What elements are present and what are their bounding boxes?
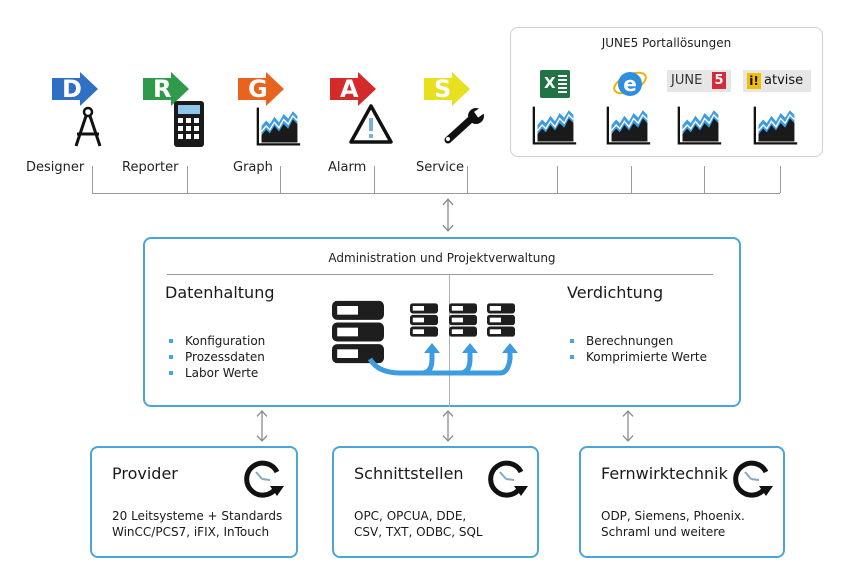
center-divider (449, 275, 450, 407)
excel-icon: X (540, 70, 570, 98)
june5-logo-number: 5 (712, 72, 726, 89)
cycle-clock-icon (729, 458, 775, 500)
service-arrow-icon (424, 72, 470, 106)
module-reporter: R (143, 72, 209, 152)
svg-text:e: e (623, 72, 637, 96)
chart-icon (606, 103, 652, 147)
alarm-arrow-icon (330, 72, 376, 106)
datenhaltung-list: Konfiguration Prozessdaten Labor Werte (166, 333, 265, 381)
module-label-reporter: Reporter (122, 160, 179, 175)
atvise-logo-text: atvise (764, 73, 804, 88)
source-description: OPC, OPCUA, DDE, CSV, TXT, ODBC, SQL (354, 508, 483, 540)
module-designer: D (52, 72, 112, 152)
source-description: 20 Leitsysteme + Standards WinCC/PCS7, i… (112, 508, 282, 540)
june5-logo-text: JUNE (671, 73, 703, 88)
wrench-icon (444, 108, 487, 144)
reporter-arrow-icon (143, 72, 189, 106)
module-label-service: Service (416, 160, 465, 175)
portal-item-excel: X (530, 70, 582, 150)
server-icon (487, 303, 515, 337)
double-arrow-icon (256, 410, 268, 442)
source-line: OPC, OPCUA, DDE, (354, 509, 467, 523)
source-line: ODP, Siemens, Phoenix. (601, 509, 745, 523)
module-label-alarm: Alarm (328, 160, 367, 175)
portal-item-atvise: i! atvise (743, 70, 813, 150)
excel-icon-letter: X (544, 74, 556, 92)
chart-icon (256, 104, 302, 148)
verdichtung-list: Berechnungen Komprimierte Werte (567, 333, 707, 365)
administration-title: Administration und Projektverwaltung (328, 251, 556, 265)
module-label-graph: Graph (233, 160, 273, 175)
source-title: Schnittstellen (354, 464, 464, 483)
source-box-schnittstellen: Schnittstellen OPC, OPCUA, DDE, CSV, TXT… (332, 446, 539, 558)
module-letter: R (153, 75, 172, 103)
list-item: Labor Werte (166, 365, 265, 381)
module-letter: A (340, 75, 359, 103)
module-alarm: A (330, 72, 396, 152)
server-icon (410, 303, 438, 337)
distribution-arrows-icon (367, 343, 518, 376)
chart-icon (753, 103, 799, 147)
portal-item-june5: JUNE 5 (667, 70, 731, 150)
compass-icon (74, 106, 102, 147)
list-item: Konfiguration (166, 333, 265, 349)
portal-solutions-box: JUNE5 Portallösungen (510, 27, 823, 157)
module-label-designer: Designer (26, 160, 85, 175)
list-item: Prozessdaten (166, 349, 265, 365)
warning-icon (349, 104, 393, 144)
datenhaltung-title: Datenhaltung (165, 283, 275, 302)
double-arrow-icon (442, 410, 454, 442)
list-item: Komprimierte Werte (567, 349, 707, 365)
source-box-provider: Provider 20 Leitsysteme + Standards WinC… (90, 446, 298, 558)
source-line: CSV, TXT, ODBC, SQL (354, 525, 483, 539)
module-service: S (424, 72, 490, 152)
source-title: Fernwirktechnik (601, 464, 728, 483)
module-letter: S (434, 75, 452, 103)
module-graph: G (238, 72, 304, 152)
calculator-icon (174, 101, 204, 147)
source-line: 20 Leitsysteme + Standards (112, 509, 283, 523)
list-item: Berechnungen (567, 333, 707, 349)
module-letter: D (62, 75, 82, 103)
internet-explorer-icon: e (613, 71, 647, 96)
double-arrow-icon (442, 198, 454, 232)
chart-icon (677, 103, 723, 147)
source-line: WinCC/PCS7, iFIX, InTouch (112, 525, 270, 539)
june5-logo: JUNE 5 (667, 70, 731, 92)
source-line: Schraml und weitere (601, 525, 726, 539)
atvise-logo-mark: i! (747, 73, 761, 89)
source-box-fernwirktechnik: Fernwirktechnik ODP, Siemens, Phoenix. S… (579, 446, 785, 558)
verdichtung-title: Verdichtung (567, 283, 664, 302)
portal-item-internet-explorer: e (604, 66, 656, 150)
source-description: ODP, Siemens, Phoenix. Schraml und weite… (601, 508, 745, 540)
administration-box: Administration und Projektverwaltung Dat… (143, 237, 741, 407)
chart-icon (532, 103, 578, 147)
cycle-clock-icon (240, 458, 286, 500)
excel-grid (558, 75, 567, 93)
portal-title: JUNE5 Portallösungen (601, 36, 732, 50)
title-divider (167, 274, 713, 275)
atvise-logo: i! atvise (743, 70, 811, 92)
module-letter: G (248, 75, 268, 103)
server-icon (449, 303, 477, 337)
designer-arrow-icon (52, 72, 98, 106)
double-arrow-icon (622, 410, 634, 442)
graph-arrow-icon (238, 72, 284, 106)
source-title: Provider (112, 464, 178, 483)
cycle-clock-icon (484, 458, 530, 500)
